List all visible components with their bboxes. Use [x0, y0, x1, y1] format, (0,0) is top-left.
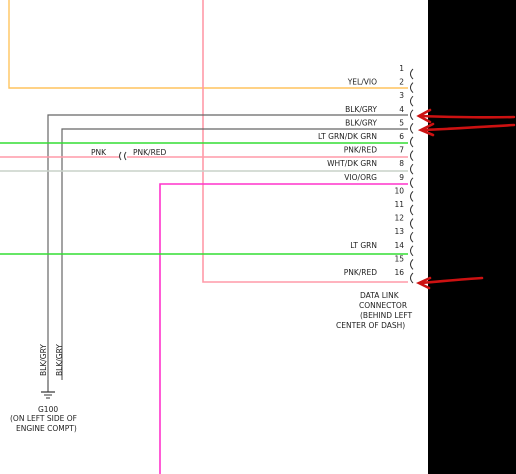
pin-socket-1 [410, 68, 414, 80]
pin-socket-9 [410, 177, 414, 189]
pin-wire-label-14: LT GRN [350, 241, 377, 250]
pin-socket-16 [410, 272, 414, 284]
pin-wire-label-8: WHT/DK GRN [327, 159, 377, 168]
pin-number-13: 13 [394, 227, 404, 236]
pin-number-15: 15 [394, 254, 404, 263]
pin-number-1: 1 [399, 64, 404, 73]
splice-right-label: PNK/RED [133, 148, 167, 157]
pin-number-6: 6 [399, 132, 404, 141]
wire-violet-9 [159, 183, 408, 474]
pin-socket-5 [410, 123, 414, 134]
splice-left-label: PNK [91, 148, 107, 157]
annotation-arrows [415, 108, 516, 290]
arrow-pin-5 [421, 123, 516, 132]
pin-socket-11 [410, 204, 414, 216]
pin-wire-label-4: BLK/GRY [345, 105, 377, 114]
ground-wire-left-label: BLK/GRY [39, 344, 48, 376]
pin-number-3: 3 [399, 91, 404, 100]
pin-number-8: 8 [399, 159, 404, 168]
pin-socket-6 [410, 136, 414, 148]
pin-socket-2 [410, 82, 414, 93]
pin-number-4: 4 [399, 105, 404, 114]
pin-socket-4 [410, 109, 414, 121]
arrow-pin-4 [419, 114, 516, 119]
splice-symbol [119, 151, 127, 161]
diagram-background [0, 0, 428, 474]
pin-wire-label-16: PNK/RED [344, 268, 378, 277]
ground-symbol [41, 380, 55, 399]
pin-number-9: 9 [399, 173, 404, 182]
ground-location-line-2: ENGINE COMPT) [16, 424, 77, 433]
wires [0, 0, 408, 474]
wire-gray-4 [47, 114, 408, 380]
pin-socket-8 [410, 163, 414, 175]
wire-yellow [8, 0, 408, 89]
pin-wire-label-5: BLK/GRY [345, 118, 377, 127]
ground-wire-right-label: BLK/GRY [55, 344, 64, 376]
pin-number-7: 7 [399, 146, 404, 155]
pin-number-10: 10 [394, 186, 404, 195]
wire-gray-5 [61, 128, 408, 380]
pin-socket-14 [410, 245, 414, 257]
connector-title-line-2: CONNECTOR [359, 301, 407, 310]
pin-number-16: 16 [394, 268, 404, 277]
pin-wire-label-6: LT GRN/DK GRN [318, 132, 377, 141]
pin-number-12: 12 [394, 214, 404, 223]
pin-number-2: 2 [399, 78, 404, 87]
pin-socket-3 [410, 95, 414, 107]
pin-number-11: 11 [394, 200, 404, 209]
wire-pink-16 [202, 0, 408, 283]
pin-wire-label-7: PNK/RED [344, 146, 378, 155]
pin-number-5: 5 [399, 118, 404, 127]
pin-wire-label-9: VIO/ORG [344, 173, 377, 182]
arrow-pin-16 [419, 276, 484, 285]
pin-number-14: 14 [394, 241, 404, 250]
pin-socket-12 [410, 218, 414, 229]
pin-socket-7 [410, 150, 414, 161]
pin-wire-label-2: YEL/VIO [347, 78, 377, 87]
pin-socket-10 [410, 191, 414, 202]
pin-socket-13 [410, 231, 414, 243]
connector-title-line-4: CENTER OF DASH) [336, 321, 405, 330]
connector-title-line-3: (BEHIND LEFT [360, 311, 413, 320]
ground-location-line-1: (ON LEFT SIDE OF [10, 414, 77, 423]
connector-title-line-1: DATA LINK [360, 291, 400, 300]
pin-socket-15 [410, 259, 414, 270]
ground-name: G100 [38, 405, 58, 414]
